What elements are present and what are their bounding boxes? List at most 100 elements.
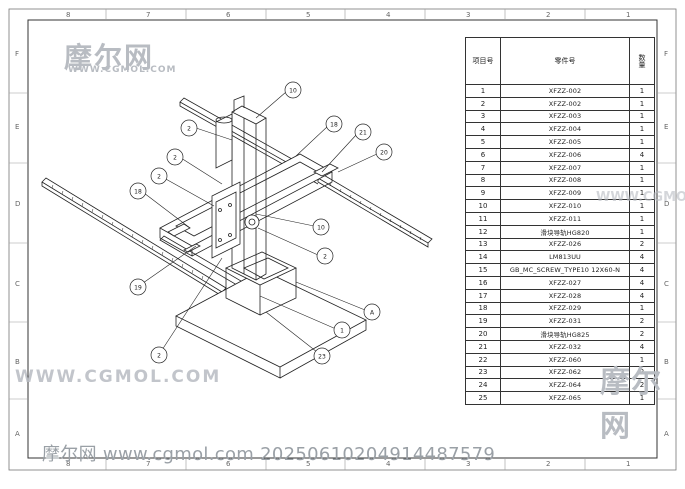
bom-cell-qty: 2 bbox=[629, 314, 655, 329]
bom-cell-item: 18 bbox=[465, 301, 501, 316]
bom-cell-item: 12 bbox=[465, 224, 501, 239]
balloon: 18 bbox=[325, 115, 343, 133]
zone-label-top: 8 bbox=[66, 11, 71, 19]
bom-cell-part: XFZZ-029 bbox=[500, 301, 630, 316]
watermark-logo-right: 摩尔网 bbox=[600, 365, 662, 444]
bom-cell-qty: 1 bbox=[629, 135, 655, 149]
balloon-label: 10 bbox=[317, 225, 325, 232]
zone-label-left: C bbox=[15, 280, 20, 288]
zone-label-right: B bbox=[664, 358, 669, 366]
zone-label-bottom: 5 bbox=[306, 460, 311, 468]
balloon: 2 bbox=[166, 148, 184, 166]
watermark-url-large: WWW.CGMOL.COM bbox=[15, 367, 222, 387]
balloon: 23 bbox=[313, 347, 331, 365]
bom-cell-qty: 1 bbox=[629, 122, 655, 137]
zone-label-top: 4 bbox=[386, 11, 391, 19]
balloon: 10 bbox=[284, 81, 302, 99]
bom-cell-part: XFZZ-032 bbox=[500, 339, 630, 354]
bom-cell-qty: 1 bbox=[629, 96, 655, 111]
zone-label-right: A bbox=[664, 430, 669, 438]
bom-cell-item: 10 bbox=[465, 199, 501, 213]
watermark-url-right: WWW.CGMOL bbox=[596, 190, 685, 205]
bom-cell-item: 15 bbox=[465, 263, 501, 277]
balloon: 18 bbox=[129, 182, 147, 200]
zone-label-bottom: 7 bbox=[146, 460, 151, 468]
zone-label-top: 5 bbox=[306, 11, 311, 19]
zone-label-left: F bbox=[15, 50, 20, 58]
watermark-url: WWW.CGMOL.COM bbox=[68, 65, 177, 75]
bom-cell-qty: 1 bbox=[629, 173, 655, 188]
balloon: 1 bbox=[333, 321, 351, 339]
bom-cell-qty: 4 bbox=[629, 275, 655, 290]
balloon-label: A bbox=[370, 310, 375, 317]
bom-cell-item: 8 bbox=[465, 173, 501, 188]
bom-cell-item: 16 bbox=[465, 275, 501, 290]
bom-cell-qty: 1 bbox=[629, 211, 655, 226]
zone-label-bottom: 8 bbox=[66, 460, 71, 468]
bom-cell-item: 21 bbox=[465, 339, 501, 354]
bom-cell-item: 25 bbox=[465, 391, 501, 405]
bom-cell-qty: 4 bbox=[629, 288, 655, 303]
bom-cell-item: 6 bbox=[465, 147, 501, 162]
balloon-label: 2 bbox=[323, 254, 327, 261]
bom-cell-part: 滑块导轨HG825 bbox=[500, 327, 630, 341]
bom-cell-qty: 2 bbox=[629, 327, 655, 341]
bom-cell-part: XFZZ-006 bbox=[500, 147, 630, 162]
bom-cell-part: GB_MC_SCREW_TYPE10 12X60-N bbox=[500, 263, 630, 277]
bom-cell-part: XFZZ-002 bbox=[500, 96, 630, 111]
balloon-label: 21 bbox=[359, 130, 367, 137]
balloon-label: 18 bbox=[330, 122, 338, 129]
bom-cell-part: XFZZ-026 bbox=[500, 237, 630, 252]
bom-cell-item: 14 bbox=[465, 250, 501, 265]
zone-label-top: 1 bbox=[626, 11, 631, 19]
bom-cell-part: XFZZ-007 bbox=[500, 160, 630, 175]
zone-label-right: E bbox=[664, 123, 669, 131]
bom-cell-qty: 1 bbox=[629, 224, 655, 239]
bom-cell-item: 19 bbox=[465, 314, 501, 329]
bom-cell-part: XFZZ-027 bbox=[500, 275, 630, 290]
bom-cell-qty: 4 bbox=[629, 263, 655, 277]
balloon-label: 2 bbox=[157, 174, 161, 181]
balloon: 20 bbox=[375, 143, 393, 161]
balloon-label: 20 bbox=[380, 150, 388, 157]
zone-label-top: 3 bbox=[466, 11, 471, 19]
balloon: 2 bbox=[316, 247, 334, 265]
bom-cell-qty: 2 bbox=[629, 237, 655, 252]
bom-cell-qty: 1 bbox=[629, 301, 655, 316]
bom-cell-item: 4 bbox=[465, 122, 501, 137]
bom-header-qty: 数量 bbox=[629, 37, 655, 85]
bom-cell-item: 5 bbox=[465, 135, 501, 149]
balloon: 10 bbox=[312, 218, 330, 236]
bom-cell-qty: 1 bbox=[629, 391, 655, 405]
zone-label-left: D bbox=[15, 200, 21, 208]
balloon: 19 bbox=[129, 278, 147, 296]
bom-cell-item: 24 bbox=[465, 378, 501, 393]
bom-cell-part: XFZZ-011 bbox=[500, 211, 630, 226]
zone-label-right: C bbox=[664, 280, 669, 288]
bom-cell-part: XFZZ-002 bbox=[500, 84, 630, 98]
zone-label-right: F bbox=[664, 50, 669, 58]
bom-cell-item: 20 bbox=[465, 327, 501, 341]
balloon: 2 bbox=[150, 167, 168, 185]
balloon: 2 bbox=[180, 119, 198, 137]
bom-cell-part: XFZZ-003 bbox=[500, 109, 630, 124]
balloon: 21 bbox=[354, 123, 372, 141]
zone-label-top: 2 bbox=[546, 11, 551, 19]
